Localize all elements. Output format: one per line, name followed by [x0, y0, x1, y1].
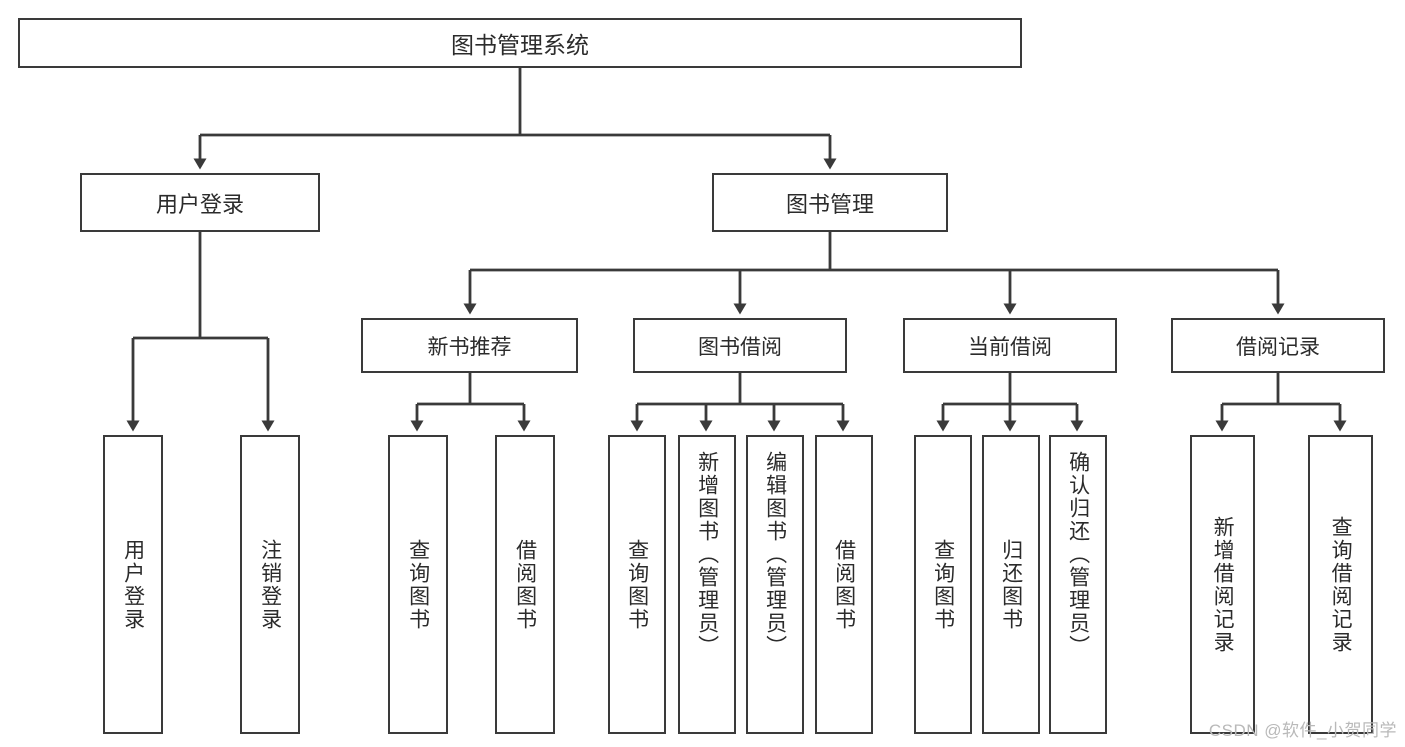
- leaf-query-book-current[interactable]: 查询图书: [914, 435, 972, 734]
- node-book-management[interactable]: 图书管理: [712, 173, 948, 232]
- leaf-borrow-book-recommend[interactable]: 借阅图书: [495, 435, 555, 734]
- node-label: 图书管理系统: [451, 32, 589, 58]
- leaf-logout[interactable]: 注销登录: [240, 435, 300, 734]
- node-root-system[interactable]: 图书管理系统: [18, 18, 1022, 68]
- node-label: 图书管理: [785, 191, 874, 217]
- node-label: 当前借阅: [968, 335, 1052, 359]
- leaf-label: 用户登录: [121, 538, 145, 631]
- node-label: 新书推荐: [427, 335, 512, 359]
- watermark: CSDN @软件_小贺同学: [1208, 721, 1397, 740]
- leaf-query-book-borrow[interactable]: 查询图书: [608, 435, 666, 734]
- leaf-label: 注销登录: [258, 538, 282, 631]
- leaf-confirm-return-admin[interactable]: 确认归还（管理员）: [1049, 435, 1107, 734]
- leaf-add-borrow-record[interactable]: 新增借阅记录: [1190, 435, 1255, 734]
- node-label: 图书借阅: [698, 335, 782, 359]
- node-borrow-records[interactable]: 借阅记录: [1171, 318, 1385, 373]
- node-user-login[interactable]: 用户登录: [80, 173, 320, 232]
- node-label: 借阅记录: [1236, 335, 1320, 359]
- leaf-query-book-recommend[interactable]: 查询图书: [388, 435, 448, 734]
- leaf-label: 查询图书: [625, 538, 649, 631]
- leaf-label: 新增图书（管理员）: [695, 451, 719, 658]
- node-new-book-recommend[interactable]: 新书推荐: [361, 318, 578, 373]
- leaf-user-login[interactable]: 用户登录: [103, 435, 163, 734]
- node-current-borrow[interactable]: 当前借阅: [903, 318, 1117, 373]
- leaf-label: 借阅图书: [832, 538, 856, 631]
- leaf-add-book-admin[interactable]: 新增图书（管理员）: [678, 435, 736, 734]
- leaf-label: 查询图书: [406, 538, 430, 631]
- leaf-borrow-book[interactable]: 借阅图书: [815, 435, 873, 734]
- leaf-query-borrow-record[interactable]: 查询借阅记录: [1308, 435, 1373, 734]
- node-label: 用户登录: [155, 191, 244, 217]
- leaf-label: 确认归还（管理员）: [1066, 451, 1090, 658]
- leaf-return-book[interactable]: 归还图书: [982, 435, 1040, 734]
- leaf-label: 编辑图书（管理员）: [763, 451, 787, 658]
- leaf-label: 查询图书: [931, 538, 955, 631]
- leaf-edit-book-admin[interactable]: 编辑图书（管理员）: [746, 435, 804, 734]
- leaf-label: 借阅图书: [513, 538, 537, 631]
- leaf-label: 新增借阅记录: [1211, 515, 1235, 654]
- leaf-label: 归还图书: [999, 538, 1023, 631]
- leaf-label: 查询借阅记录: [1329, 515, 1353, 654]
- node-book-borrow[interactable]: 图书借阅: [633, 318, 847, 373]
